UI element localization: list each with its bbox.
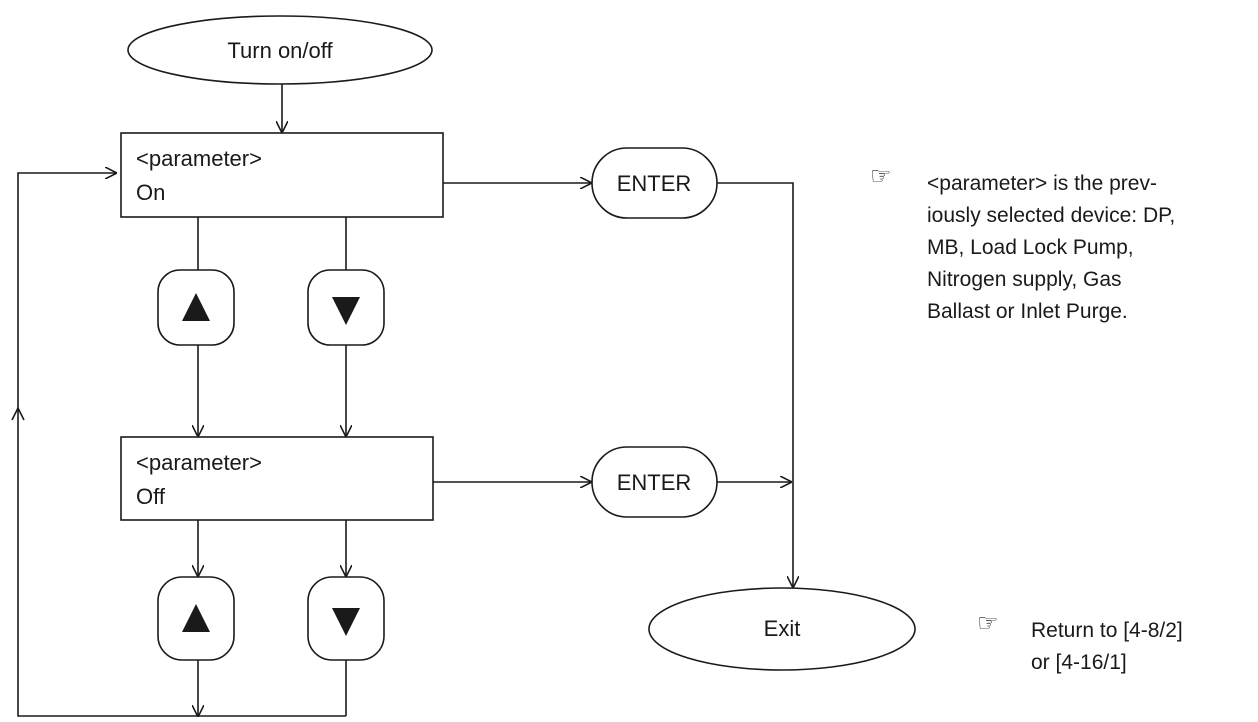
exit-label: Exit (764, 616, 801, 641)
down-key-1 (307, 269, 385, 346)
exit-node: Exit (648, 587, 916, 671)
triangle-up-icon (182, 293, 210, 321)
state-on-line2: On (136, 180, 165, 205)
note-line-3: MB, Load Lock Pump, (927, 236, 1134, 259)
state-box-off: <parameter> Off (120, 436, 434, 521)
note-line-1: <parameter> is the prev- (927, 172, 1157, 195)
connectors (11, 84, 793, 717)
down-key-2 (307, 576, 385, 661)
note-line-5: Ballast or Inlet Purge. (927, 300, 1128, 323)
pointing-hand-icon: ☞ (977, 609, 999, 637)
triangle-down-icon (332, 297, 360, 325)
state-on-line1: <parameter> (136, 146, 262, 171)
loop-back-line (17, 173, 346, 717)
return-line-1: Return to [4-8/2] (1031, 619, 1183, 642)
enter-key-on: ENTER (591, 147, 718, 219)
enter-key-off: ENTER (591, 446, 718, 518)
state-off-line2: Off (136, 484, 166, 509)
start-label: Turn on/off (227, 38, 333, 63)
pointing-hand-icon: ☞ (870, 162, 892, 190)
triangle-down-icon (332, 608, 360, 636)
enter-on-label: ENTER (617, 171, 692, 196)
return-line-2: or [4-16/1] (1031, 651, 1127, 674)
up-key-2 (157, 576, 235, 661)
state-box-on: <parameter> On (120, 132, 444, 218)
parameter-note: ☞ <parameter> is the prev- iously select… (870, 162, 1175, 323)
up-key-1 (157, 269, 235, 346)
enter-off-label: ENTER (617, 470, 692, 495)
return-note: ☞ Return to [4-8/2] or [4-16/1] (977, 609, 1183, 674)
note-line-4: Nitrogen supply, Gas (927, 268, 1122, 291)
state-off-line1: <parameter> (136, 450, 262, 475)
triangle-up-icon (182, 604, 210, 632)
note-line-2: iously selected device: DP, (927, 204, 1175, 227)
loop-up-arrowhead (11, 406, 25, 421)
start-node: Turn on/off (127, 15, 433, 85)
arrow-enter-to-exit (717, 182, 793, 588)
